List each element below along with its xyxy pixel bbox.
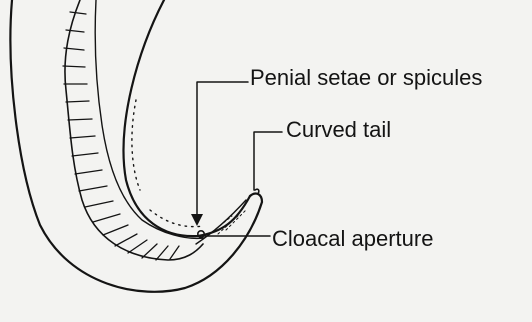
label-cloacal-aperture: Cloacal aperture [272, 228, 433, 250]
setae-arrowhead [191, 214, 203, 226]
inner-body-outline [124, 0, 250, 236]
label-curved-tail: Curved tail [286, 119, 391, 141]
leader-penial-setae [197, 82, 248, 220]
right-wavy-outline [95, 0, 204, 238]
left-wavy-outline [65, 0, 203, 260]
internal-dots [132, 100, 204, 227]
label-penial-setae: Penial setae or spicules [250, 67, 482, 89]
segment-marks [63, 12, 179, 260]
leader-curved-tail [254, 132, 282, 190]
